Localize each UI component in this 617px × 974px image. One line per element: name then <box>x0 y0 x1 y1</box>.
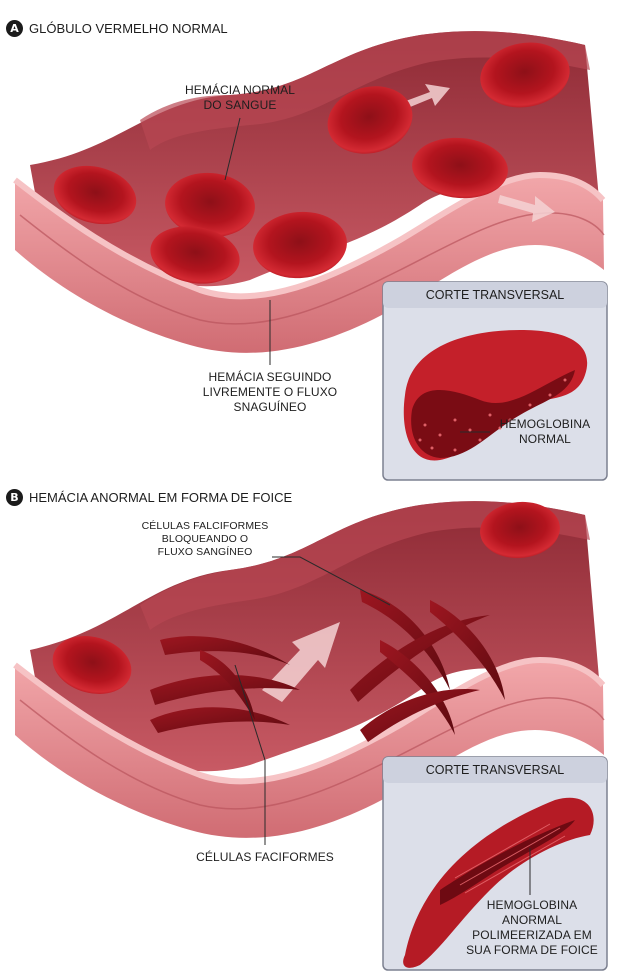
section-a-heading: A GLÓBULO VERMELHO NORMAL <box>6 20 228 37</box>
section-a-title: GLÓBULO VERMELHO NORMAL <box>29 21 228 36</box>
label-hemoglobin-normal: HEMOGLOBINA NORMAL <box>490 417 600 447</box>
label-sickle-cells: CÉLULAS FACIFORMES <box>175 850 355 865</box>
label-normal-cell: HEMÁCIA NORMAL DO SANGUE <box>170 83 310 113</box>
section-b-badge: B <box>6 489 23 506</box>
label-abnormal-hemoglobin: HEMOGLOBINA ANORMAL POLIMEERIZADA EM SUA… <box>458 898 606 958</box>
section-b-heading: B HEMÁCIA ANORMAL EM FORMA DE FOICE <box>6 489 292 506</box>
cross-section-title-b: CORTE TRANSVERSAL <box>383 763 607 777</box>
cross-section-title-a: CORTE TRANSVERSAL <box>383 288 607 302</box>
section-b-title: HEMÁCIA ANORMAL EM FORMA DE FOICE <box>29 490 292 505</box>
section-a-badge: A <box>6 20 23 37</box>
label-free-flow: HEMÁCIA SEGUINDO LIVREMENTE O FLUXO SNAG… <box>180 370 360 415</box>
cross-section-panel-a <box>383 282 607 480</box>
label-blocking: CÉLULAS FALCIFORMES BLOQUEANDO O FLUXO S… <box>135 520 275 559</box>
